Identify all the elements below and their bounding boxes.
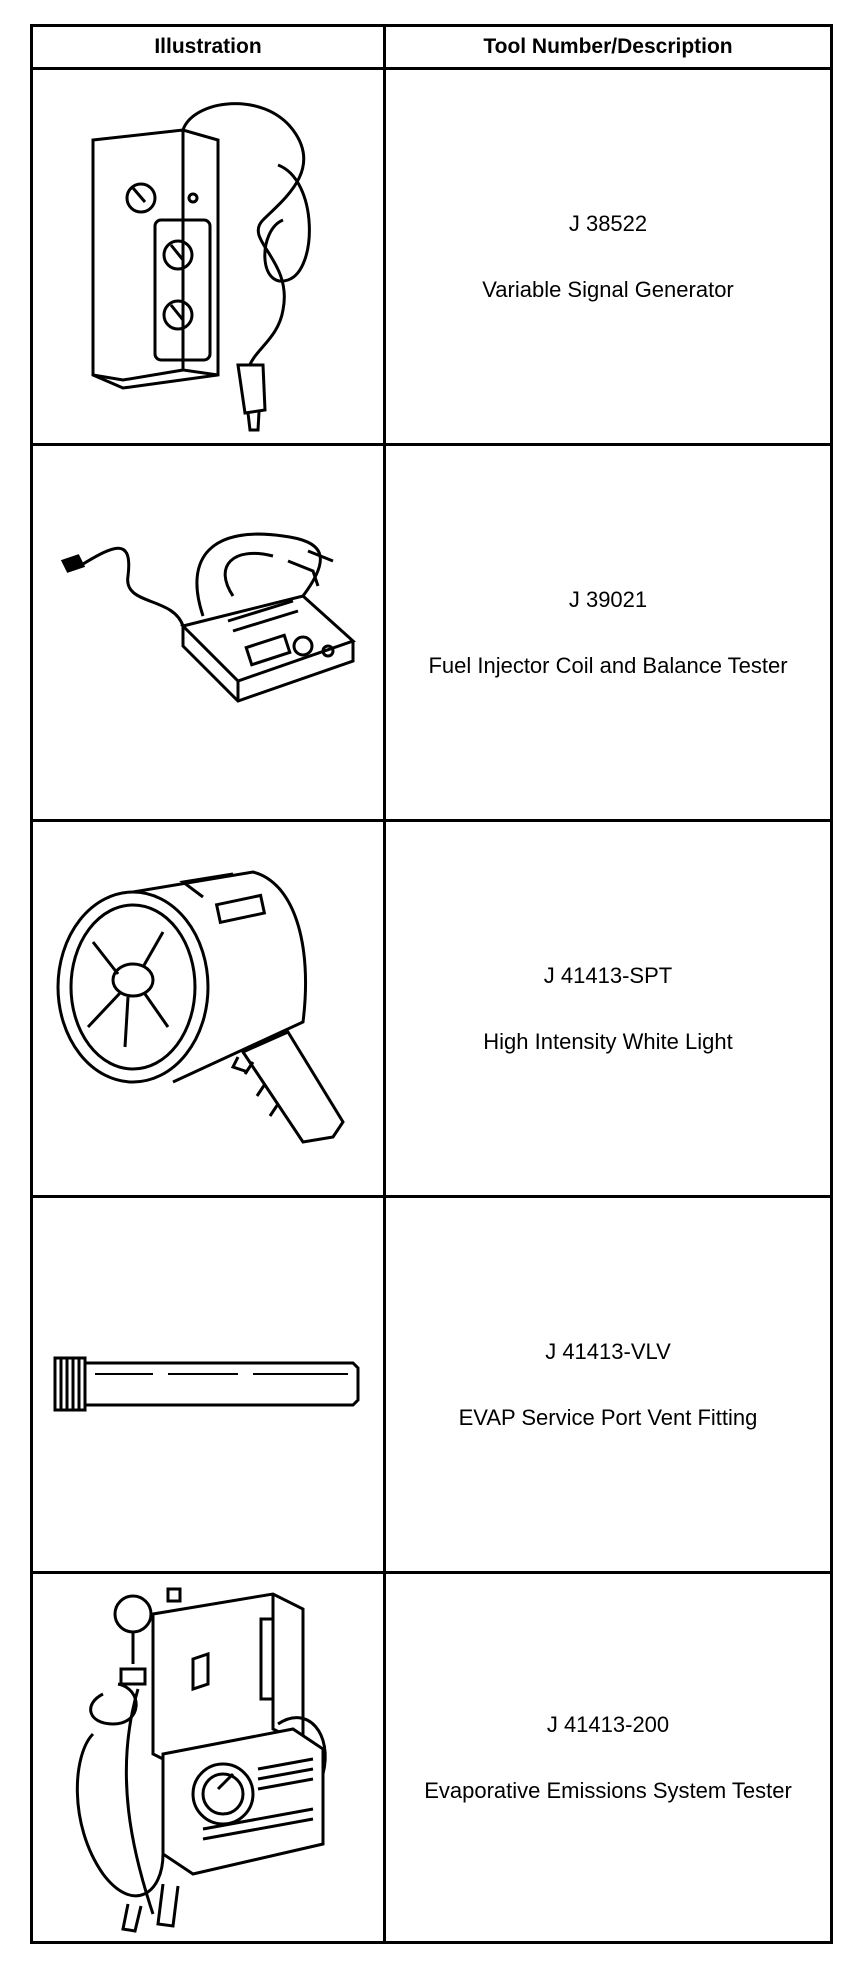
tool-illustration — [33, 1198, 383, 1571]
tool-description: Fuel Injector Coil and Balance Tester — [428, 652, 788, 678]
tool-description-cell: J 41413-SPT High Intensity White Light — [386, 822, 830, 1195]
tool-description-cell: J 38522 Variable Signal Generator — [386, 70, 830, 443]
tool-table: Illustration Tool Number/Description J 3 — [30, 24, 833, 1944]
table-row: J 41413-VLV EVAP Service Port Vent Fitti… — [33, 1198, 830, 1574]
spotlight-icon — [56, 870, 345, 1144]
injector-tester-icon — [60, 532, 356, 703]
tool-number: J 41413-SPT — [543, 962, 673, 988]
vent-fitting-icon — [53, 1356, 360, 1412]
column-divider — [383, 27, 386, 1941]
tool-description: EVAP Service Port Vent Fitting — [458, 1404, 758, 1430]
tool-description-cell: J 41413-200 Evaporative Emissions System… — [386, 1574, 830, 1941]
tool-number: J 41413-VLV — [545, 1338, 671, 1364]
evap-tester-icon — [75, 1587, 327, 1933]
tool-description: Evaporative Emissions System Tester — [424, 1777, 792, 1803]
tool-illustration — [33, 1574, 383, 1941]
tool-illustration — [33, 70, 383, 443]
tool-illustration — [33, 446, 383, 819]
table-row: J 41413-200 Evaporative Emissions System… — [33, 1574, 830, 1941]
table-row: J 39021 Fuel Injector Coil and Balance T… — [33, 446, 830, 822]
tool-description: Variable Signal Generator — [482, 276, 734, 302]
signal-generator-icon — [91, 102, 311, 432]
table-header: Illustration Tool Number/Description — [33, 27, 830, 70]
table-row: J 38522 Variable Signal Generator — [33, 70, 830, 446]
tool-description: High Intensity White Light — [483, 1028, 733, 1054]
tool-description-cell: J 39021 Fuel Injector Coil and Balance T… — [386, 446, 830, 819]
tool-number: J 39021 — [568, 586, 648, 612]
tool-number: J 41413-200 — [546, 1711, 670, 1737]
tool-illustration — [33, 822, 383, 1195]
column-header-tool: Tool Number/Description — [483, 35, 733, 58]
column-header-illustration: Illustration — [154, 35, 262, 58]
table-row: J 41413-SPT High Intensity White Light — [33, 822, 830, 1198]
tool-number: J 38522 — [568, 210, 648, 236]
tool-description-cell: J 41413-VLV EVAP Service Port Vent Fitti… — [386, 1198, 830, 1571]
